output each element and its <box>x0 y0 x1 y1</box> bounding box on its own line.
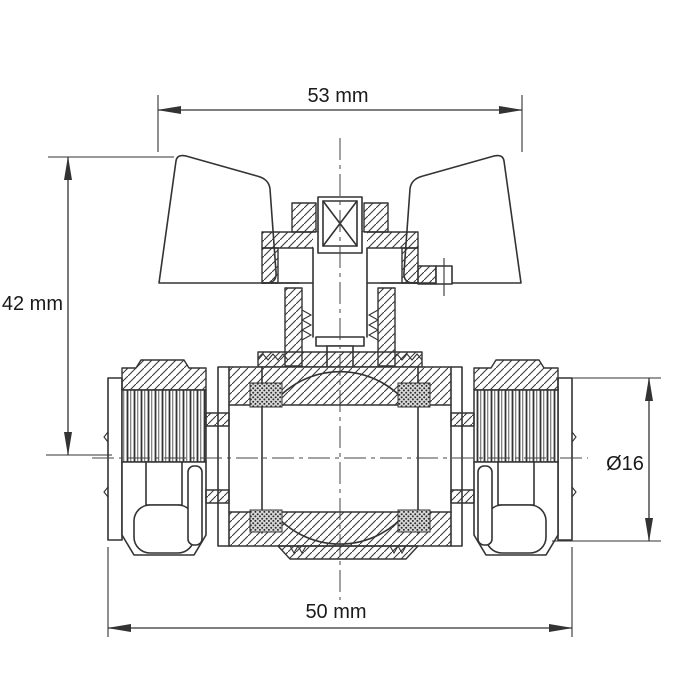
dimension-bottom: 50 mm <box>107 547 573 637</box>
pipe-stub-right <box>557 377 573 541</box>
dim-label-left: 42 mm <box>2 293 63 315</box>
nut-threads-left <box>121 389 207 463</box>
nut-cap-left <box>121 359 207 391</box>
handle-right-wing <box>403 154 522 284</box>
stop-screw <box>417 258 453 296</box>
seat-top-left <box>249 382 283 408</box>
bonnet <box>284 287 396 367</box>
gland-block-left <box>291 202 317 233</box>
handle-left-wing <box>158 154 277 284</box>
seat-bottom-left <box>249 509 283 533</box>
dim-label-bottom: 50 mm <box>305 601 366 623</box>
nut-threads-right <box>473 389 559 463</box>
dimension-left: 42 mm <box>2 156 174 456</box>
gland-step-left <box>261 247 279 284</box>
seat-top-right <box>397 382 431 408</box>
dimension-right: Ø16 <box>552 377 661 542</box>
dim-label-right: Ø16 <box>606 453 644 475</box>
compression-nut-right <box>450 359 577 556</box>
body-skirt <box>277 545 419 560</box>
dimension-top: 53 mm <box>157 85 523 152</box>
gland-step-right <box>401 247 419 284</box>
nut-cap-right <box>473 359 559 391</box>
seat-bottom-right <box>397 509 431 533</box>
pipe-stub-left <box>107 377 123 541</box>
gland-block-right <box>363 202 389 233</box>
compression-nut-left <box>103 359 230 556</box>
dim-label-top: 53 mm <box>307 85 368 107</box>
